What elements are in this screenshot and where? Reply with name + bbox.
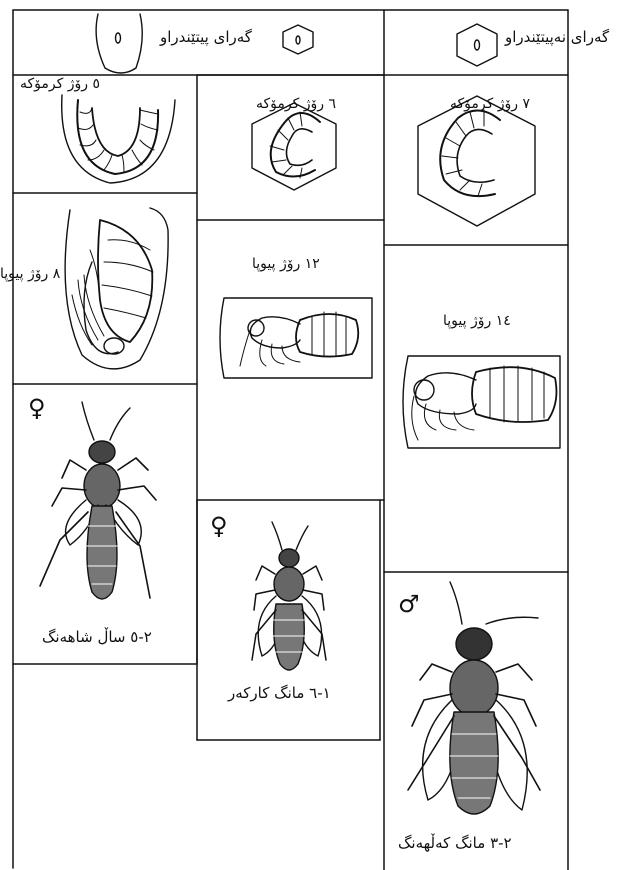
header-worker-cell-icon	[283, 25, 313, 54]
queen-adult-label: ٢-٥ ساڵ شاهەنگ	[42, 628, 152, 646]
worker-pupa-label: ١٢ رۆژ پیوپا	[252, 256, 320, 272]
drone-adult-drawing	[408, 582, 540, 814]
worker-adult-label: ١-٦ مانگ کارکەر	[228, 684, 331, 702]
queen-pupa-drawing	[65, 208, 168, 369]
queen-larva-drawing	[62, 95, 175, 183]
header-unsealed-brood-label: گەرای نەپیتێندراو	[505, 28, 609, 46]
drone-male-symbol: ♂	[398, 592, 420, 616]
queen-female-symbol: ♀	[28, 396, 46, 420]
worker-larva-drawing	[252, 103, 336, 190]
header-drone-cell-icon	[457, 24, 497, 66]
drone-pupa-drawing	[403, 356, 560, 448]
queen-pupa-label: ٨ رۆژ پیوپا	[0, 266, 60, 282]
drone-pupa-label: ١٤ رۆژ پیوپا	[443, 313, 511, 329]
queen-adult-drawing	[40, 402, 156, 599]
queen-larva-label: ٥ رۆژ کرمۆکە	[20, 76, 100, 92]
worker-pupa-drawing	[220, 298, 372, 378]
worker-larva-label: ٦ رۆژ کرمۆکە	[256, 96, 336, 112]
drone-adult-label: ٢-٣ مانگ کەڵهەنگ	[398, 834, 512, 852]
worker-adult-drawing	[252, 522, 326, 670]
header-queen-cell-icon	[96, 14, 142, 73]
worker-female-symbol: ♀	[210, 514, 228, 538]
drone-larva-drawing	[418, 96, 535, 226]
drone-larva-label: ٧ رۆژ کرمۆکە	[450, 96, 530, 112]
header-sealed-brood-label: گەرای پیتێندراو	[160, 28, 252, 46]
